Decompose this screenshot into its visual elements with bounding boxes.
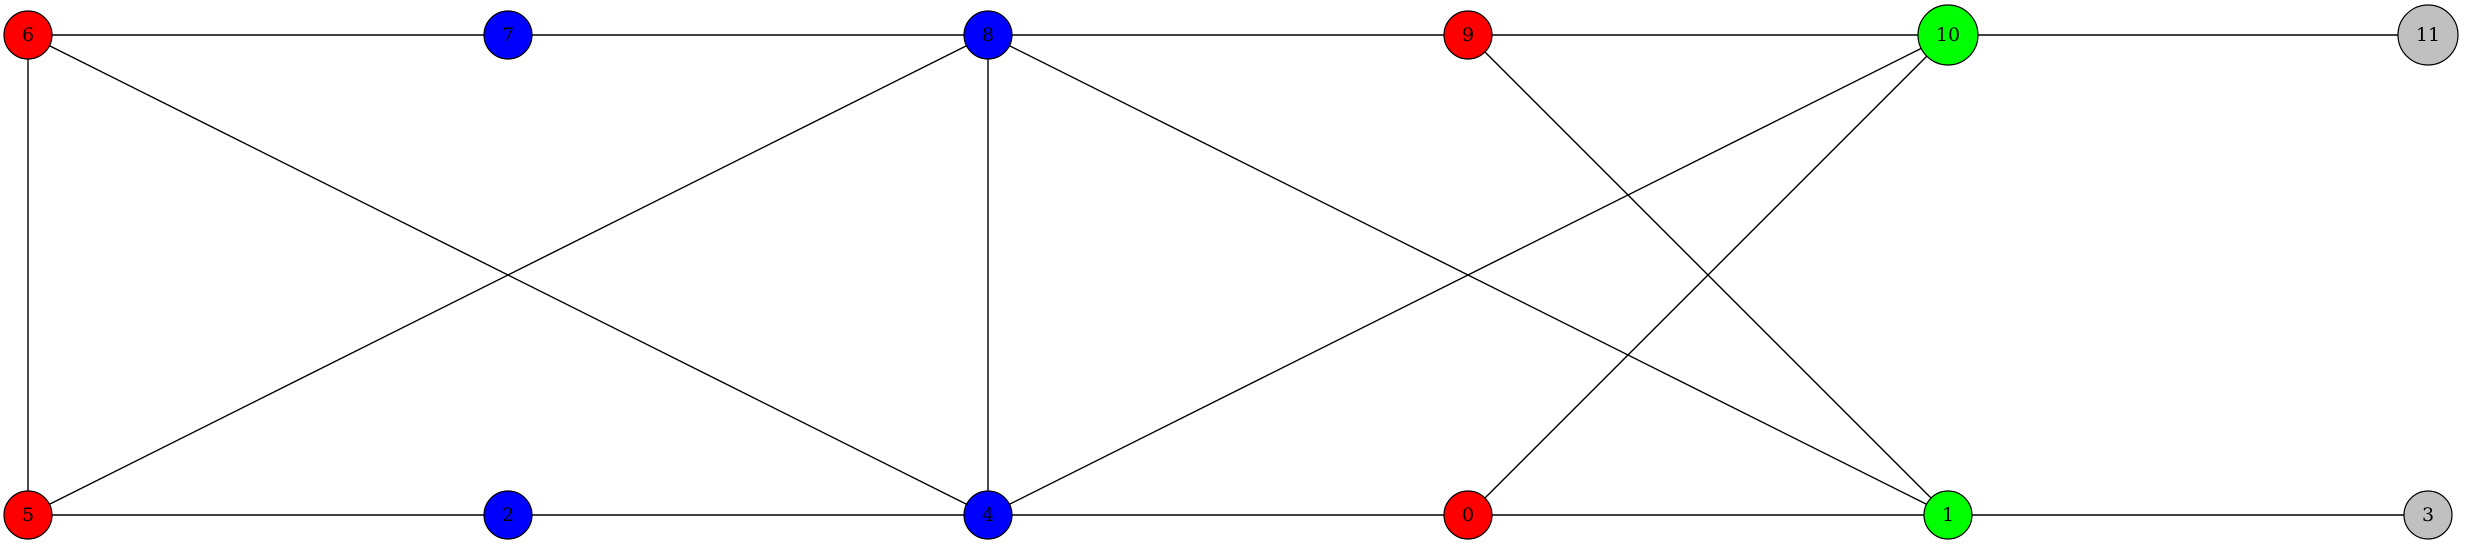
node-4: 4 xyxy=(963,490,1013,540)
node-circle-11 xyxy=(2397,4,2459,66)
node-0: 0 xyxy=(1443,490,1493,540)
node-circle-1 xyxy=(1923,490,1973,540)
node-label-0: 0 xyxy=(1462,504,1474,526)
node-circle-7 xyxy=(483,10,533,60)
node-label-9: 9 xyxy=(1462,24,1474,46)
node-label-2: 2 xyxy=(502,504,514,526)
node-circle-9 xyxy=(1443,10,1493,60)
node-label-11: 11 xyxy=(2416,24,2440,46)
node-label-5: 5 xyxy=(22,504,34,526)
node-circle-2 xyxy=(483,490,533,540)
node-9: 9 xyxy=(1443,10,1493,60)
node-5: 5 xyxy=(3,490,53,540)
node-circle-8 xyxy=(963,10,1013,60)
node-circle-5 xyxy=(3,490,53,540)
node-10: 10 xyxy=(1917,4,1979,66)
node-11: 11 xyxy=(2397,4,2459,66)
node-circle-0 xyxy=(1443,490,1493,540)
node-6: 6 xyxy=(3,10,53,60)
node-circle-4 xyxy=(963,490,1013,540)
edge-10-0 xyxy=(1467,34,1949,516)
edge-8-5 xyxy=(27,34,989,516)
node-7: 7 xyxy=(483,10,533,60)
node-8: 8 xyxy=(963,10,1013,60)
node-1: 1 xyxy=(1923,490,1973,540)
node-circle-10 xyxy=(1917,4,1979,66)
node-label-3: 3 xyxy=(2422,504,2434,526)
node-circle-6 xyxy=(3,10,53,60)
node-label-1: 1 xyxy=(1942,504,1954,526)
node-label-4: 4 xyxy=(982,504,994,526)
edges-layer xyxy=(27,34,2428,516)
node-2: 2 xyxy=(483,490,533,540)
node-label-8: 8 xyxy=(982,24,994,46)
node-label-10: 10 xyxy=(1936,24,1960,46)
node-circle-3 xyxy=(2403,490,2453,540)
node-label-7: 7 xyxy=(502,24,514,46)
node-label-6: 6 xyxy=(22,24,34,46)
node-3: 3 xyxy=(2403,490,2453,540)
edge-10-4 xyxy=(987,34,1949,516)
nodes-layer: 6 7 8 9 10 11 5 2 4 0 1 3 xyxy=(3,4,2459,540)
